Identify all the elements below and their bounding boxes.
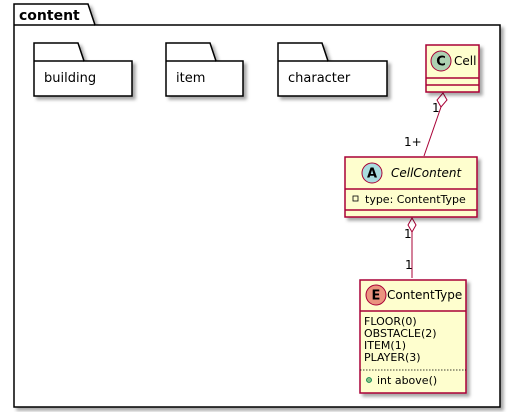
aggregation-cellcontent-contenttype: 1 1 bbox=[404, 216, 417, 278]
package-building-label: building bbox=[44, 71, 96, 86]
aggregation-cell-cellcontent: 1 1+ bbox=[404, 92, 448, 157]
class-cell-name: Cell bbox=[454, 54, 476, 68]
enum-value: FLOOR(0) bbox=[364, 315, 417, 328]
package-character[interactable]: character bbox=[277, 42, 388, 97]
class-cellcontent[interactable]: A CellContent type: ContentType bbox=[344, 156, 478, 218]
package-title: content bbox=[19, 8, 80, 24]
multiplicity-cellcontent: 1+ bbox=[404, 135, 422, 149]
enum-contenttype[interactable]: E ContentType FLOOR(0) OBSTACLE(2) ITEM(… bbox=[359, 279, 467, 394]
multiplicity-cell: 1 bbox=[432, 101, 440, 115]
class-c-icon bbox=[430, 50, 452, 72]
field-type: type: ContentType bbox=[365, 193, 466, 206]
package-item-label: item bbox=[176, 71, 205, 86]
class-cellcontent-stereotype: A bbox=[367, 167, 377, 182]
package-building[interactable]: building bbox=[33, 42, 133, 97]
package-item[interactable]: item bbox=[165, 42, 244, 97]
abstract-a-icon bbox=[361, 162, 383, 184]
class-cell-stereotype: C bbox=[436, 55, 446, 70]
enum-contenttype-stereotype: E bbox=[372, 289, 381, 304]
enum-e-icon bbox=[365, 284, 387, 306]
package-character-label: character bbox=[288, 71, 351, 86]
enum-contenttype-name: ContentType bbox=[387, 288, 462, 302]
method-above: int above() bbox=[377, 374, 437, 387]
private-field-icon bbox=[352, 195, 359, 202]
public-method-icon bbox=[366, 377, 372, 383]
multiplicity-contenttype: 1 bbox=[405, 258, 413, 272]
enum-value: OBSTACLE(2) bbox=[364, 327, 437, 340]
enum-value: PLAYER(3) bbox=[364, 351, 421, 364]
class-cell[interactable]: C Cell bbox=[425, 44, 480, 93]
enum-value: ITEM(1) bbox=[364, 339, 406, 352]
class-cellcontent-name: CellContent bbox=[391, 166, 462, 180]
multiplicity-cellcontent-2: 1 bbox=[404, 227, 412, 241]
